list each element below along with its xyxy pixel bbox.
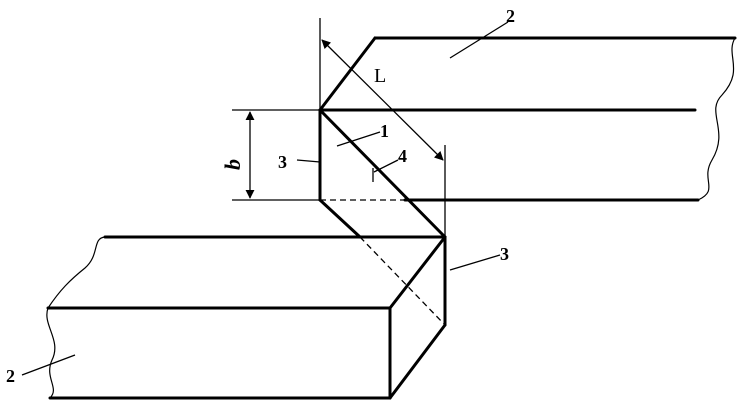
dimension-L: L — [319, 18, 446, 237]
dimension-b-label: b — [220, 159, 245, 170]
leader-lines — [21, 21, 509, 376]
overlap-region — [318, 108, 447, 327]
label-part-3-left: 3 — [278, 152, 287, 172]
label-part-2-bottom: 2 — [6, 366, 15, 386]
dimension-b: b — [220, 109, 320, 201]
label-part-4: 4 — [398, 146, 407, 166]
upper-workpiece — [318, 36, 737, 202]
lower-workpiece — [46, 235, 447, 400]
label-part-1: 1 — [380, 121, 389, 141]
label-part-3-right: 3 — [500, 244, 509, 264]
label-part-2-top: 2 — [506, 6, 515, 26]
dimension-L-label: L — [374, 65, 386, 87]
